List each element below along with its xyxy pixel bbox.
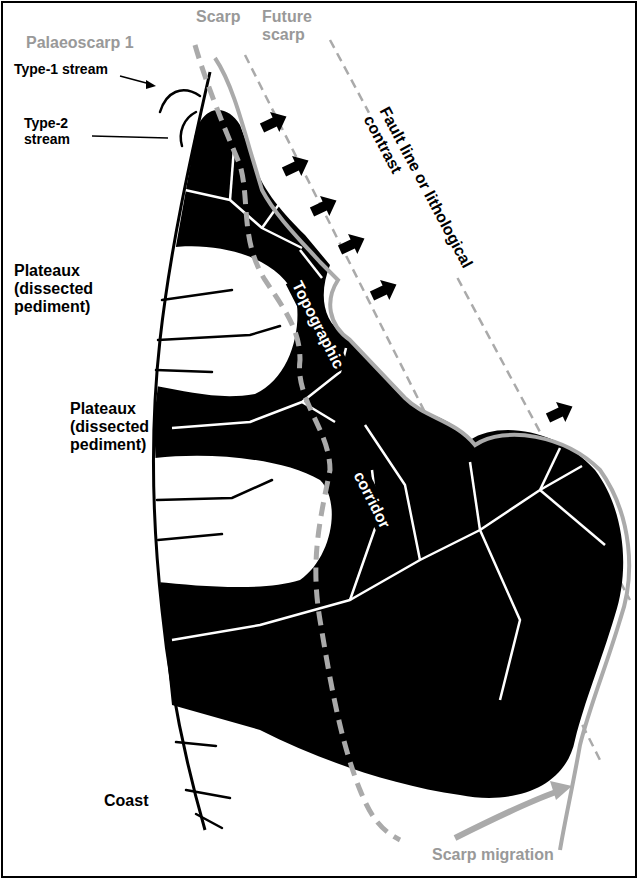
scarp-label: Scarp migration <box>432 846 554 864</box>
scarp-label: Palaeoscarp 1 <box>26 34 134 52</box>
plateau-label: Plateaux (dissected pediment) <box>14 262 114 316</box>
stream-label: Type-1 stream <box>14 62 108 78</box>
coast-label: Coast <box>104 792 148 810</box>
scarp-label: Future scarp <box>262 8 324 44</box>
plateau-label: Plateaux (dissected pediment) <box>70 400 170 454</box>
stream-label: Type-2 stream <box>24 116 84 147</box>
scarp-label: Scarp <box>196 8 240 26</box>
